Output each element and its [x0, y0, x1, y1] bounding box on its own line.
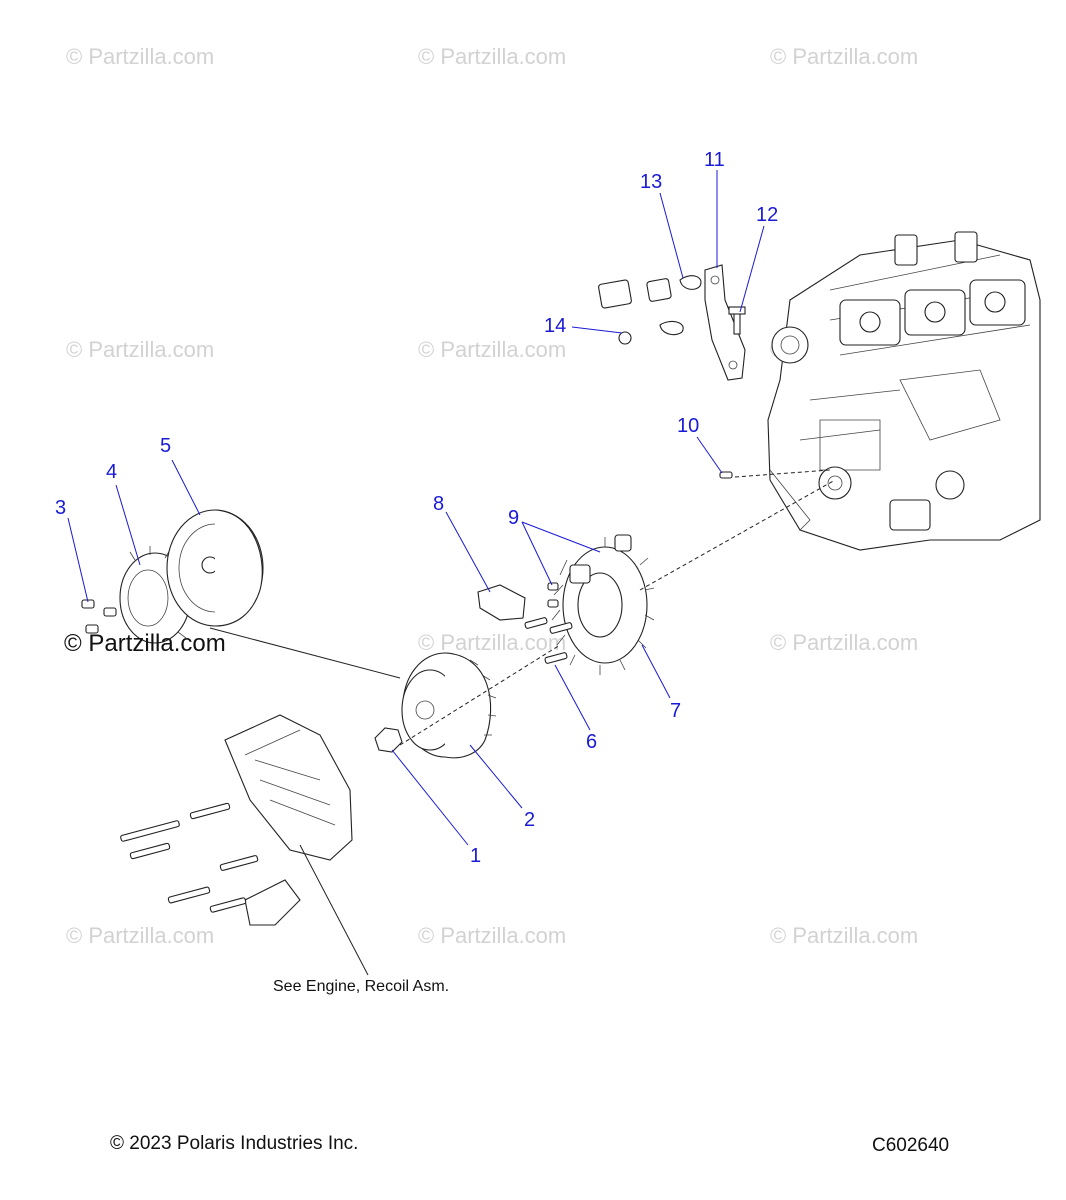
recoil-housing — [120, 714, 353, 926]
callout-8[interactable]: 8 — [433, 493, 444, 515]
callout-11[interactable]: 11 — [704, 149, 725, 171]
callout-4[interactable]: 4 — [106, 461, 117, 483]
callout-13[interactable]: 13 — [640, 171, 662, 193]
watermark: © Partzilla.com — [770, 630, 919, 655]
watermark: © Partzilla.com — [418, 630, 567, 655]
stator-bolts — [524, 582, 573, 664]
callout-leaders — [67, 170, 765, 846]
connector-line — [209, 627, 401, 679]
callout-2[interactable]: 2 — [524, 809, 535, 831]
alignment-line — [639, 479, 836, 591]
copyright-text: © 2023 Polaris Industries Inc. — [110, 1133, 359, 1154]
watermark-strong: © Partzilla.com — [64, 630, 226, 657]
callout-14[interactable]: 14 — [544, 315, 566, 337]
alignment-line — [734, 469, 831, 478]
callout-9[interactable]: 9 — [508, 507, 519, 529]
engine-illustration — [767, 231, 1041, 551]
watermark: © Partzilla.com — [418, 337, 567, 362]
watermark: © Partzilla.com — [770, 44, 919, 69]
stator-part — [551, 534, 655, 675]
callout-10[interactable]: 10 — [677, 415, 699, 437]
small-bolts — [81, 599, 117, 634]
connector-line — [299, 844, 369, 976]
watermark: © Partzilla.com — [770, 923, 919, 948]
sensor-bracket — [477, 584, 526, 621]
callout-1[interactable]: 1 — [470, 845, 481, 867]
flywheel-part — [401, 652, 497, 759]
callout-7[interactable]: 7 — [670, 700, 681, 722]
watermark: © Partzilla.com — [418, 923, 567, 948]
alignment-line — [399, 644, 561, 746]
recoil-reference-note: See Engine, Recoil Asm. — [273, 978, 450, 995]
recoil-hub-part — [166, 509, 264, 627]
callout-3[interactable]: 3 — [55, 497, 66, 519]
callout-6[interactable]: 6 — [586, 731, 597, 753]
watermark: © Partzilla.com — [66, 44, 215, 69]
bracket-part — [704, 264, 746, 381]
watermark: © Partzilla.com — [66, 337, 215, 362]
callout-5[interactable]: 5 — [160, 435, 171, 457]
wiring-harness — [552, 275, 702, 555]
flywheel-nut — [374, 727, 403, 753]
watermark: © Partzilla.com — [418, 44, 567, 69]
diagram-code: C602640 — [872, 1135, 950, 1156]
dowel-pin — [719, 471, 733, 479]
watermark: © Partzilla.com — [66, 923, 215, 948]
callout-12[interactable]: 12 — [756, 204, 778, 226]
